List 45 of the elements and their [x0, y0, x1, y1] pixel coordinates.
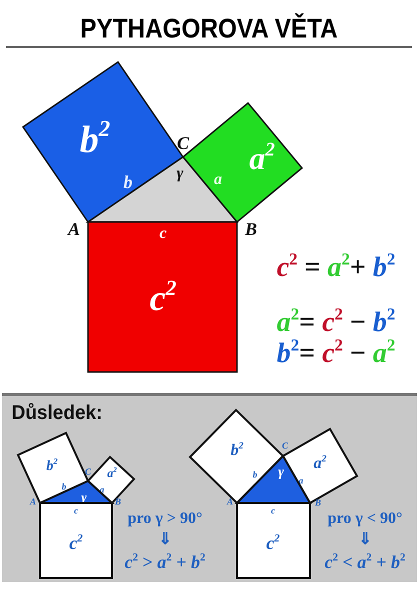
angle-label: γ: [278, 466, 284, 480]
area-label: c: [159, 226, 167, 242]
vertex-label: C: [177, 134, 189, 152]
panel: [2, 393, 417, 582]
vertex-label: B: [315, 498, 321, 508]
triangle: [237, 456, 310, 503]
area-label: c: [271, 506, 275, 516]
square: [88, 222, 237, 372]
side-label: a: [214, 172, 222, 188]
title: PYTHAGOROVA VĚTA: [80, 16, 338, 42]
vertex-label: C: [85, 468, 91, 476]
vertex-label: A: [30, 498, 36, 506]
vertex-label: A: [68, 220, 80, 238]
area-label: a$^{2}$: [314, 456, 326, 472]
side-label: b: [124, 173, 132, 191]
area-label: a$^{2}$: [249, 142, 275, 174]
side-label: b: [62, 482, 66, 492]
triangle: [88, 157, 237, 222]
condition: pro γ > 90°: [128, 511, 202, 527]
area-label: c: [74, 506, 78, 516]
square: [40, 503, 112, 578]
side-label: a: [298, 476, 304, 486]
implication-arrow: ⇓: [358, 532, 372, 548]
vertex-label: B: [245, 220, 257, 238]
area-label: b$^{2}$: [230, 443, 244, 459]
formula: c$^{2}$ = a$^{2}$+ b$^{2}$: [276, 254, 396, 282]
implication-arrow: ⇓: [158, 532, 172, 548]
side-label: c$^{2}$: [69, 534, 83, 552]
angle-label: γ: [176, 166, 184, 182]
heading: Důsledek:: [12, 403, 102, 423]
vertex-label: A: [227, 498, 233, 506]
square: [237, 503, 310, 578]
formula: b$^{2}$= c$^{2}$ − a$^{2}$: [276, 340, 396, 368]
formula: c$^{2}$ > a$^{2}$ + b$^{2}$: [124, 553, 206, 571]
side-label: c$^{2}$: [150, 280, 176, 316]
condition: pro γ < 90°: [328, 511, 402, 527]
formula: a$^{2}$= c$^{2}$ − b$^{2}$: [276, 309, 396, 337]
vertex-label: C: [282, 442, 288, 450]
side-label: c$^{2}$: [266, 534, 280, 552]
vertex-label: B: [115, 498, 121, 506]
formula: c$^{2}$ < a$^{2}$ + b$^{2}$: [324, 553, 406, 571]
side-label: b: [252, 470, 258, 480]
area-label: b$^{2}$: [46, 460, 58, 474]
area-label: b$^{2}$: [80, 121, 110, 159]
area-label: a$^{2}$: [107, 467, 117, 479]
